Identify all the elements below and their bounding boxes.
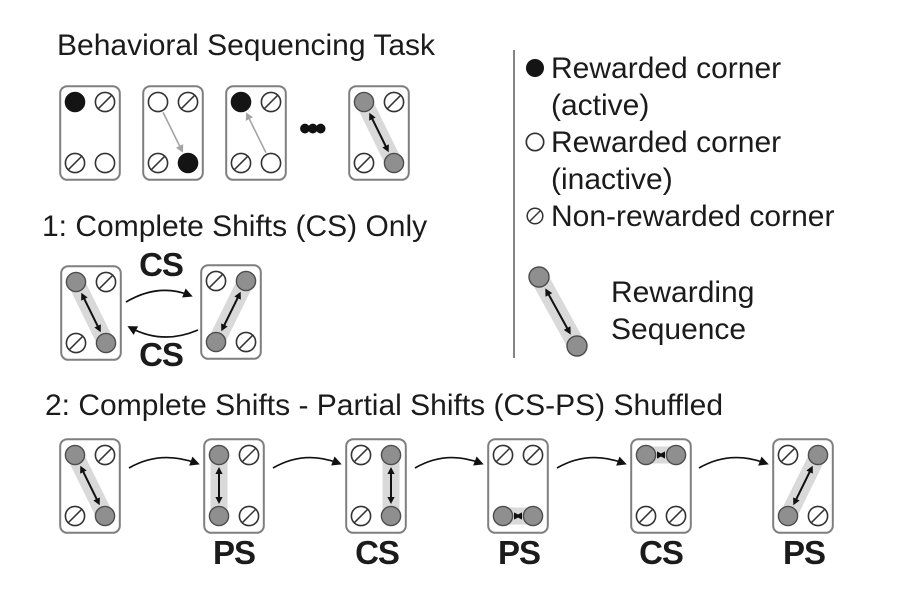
flow-arrow	[556, 456, 627, 469]
task-box-2	[142, 85, 204, 181]
task-box-1	[59, 85, 121, 181]
step-box-3	[345, 438, 407, 534]
step-box-1	[59, 438, 121, 534]
legend-divider	[513, 50, 515, 358]
rewarding-sequence-icon	[520, 258, 600, 368]
step-label-2: PS	[212, 534, 256, 571]
legend-line: Rewarded corner	[551, 126, 782, 159]
task-box-4	[348, 85, 410, 181]
flow-arrow	[125, 288, 193, 303]
cs-box-right	[200, 264, 262, 360]
cs-bottom-label: CS	[139, 336, 184, 373]
sequence-label-line: Sequence	[611, 313, 747, 346]
step-label-5: CS	[639, 534, 684, 571]
cs-box-left	[60, 265, 122, 361]
flow-arrow	[272, 456, 342, 469]
task-box-3	[225, 85, 287, 181]
step-label-4: PS	[497, 534, 541, 571]
step-box-6	[772, 438, 834, 534]
rewarding-sequence-label: Rewarding Sequence	[611, 274, 754, 348]
rewarded-active-icon	[524, 57, 546, 79]
step-box-5	[630, 438, 692, 534]
legend-line: (active)	[551, 89, 650, 122]
flow-arrow	[698, 456, 769, 469]
flow-arrow	[128, 456, 200, 469]
step-label-3: CS	[355, 534, 400, 571]
flow-arrow	[127, 326, 199, 338]
legend-line: Non-rewarded corner	[551, 200, 835, 233]
legend-line: Rewarded corner	[551, 52, 782, 85]
non-rewarded-icon	[524, 205, 546, 227]
figure-title: Behavioral Sequencing Task	[57, 29, 436, 62]
flow-arrow	[414, 456, 484, 469]
sequence-label-line: Rewarding	[611, 276, 755, 309]
step-label-6: PS	[782, 534, 826, 571]
step-box-2	[203, 438, 265, 534]
section1-title: 1: Complete Shifts (CS) Only	[42, 210, 428, 243]
legend-text: Rewarded corner (active) Rewarded corner…	[551, 50, 834, 235]
step-box-4	[487, 438, 549, 534]
section2-title: 2: Complete Shifts - Partial Shifts (CS-…	[45, 389, 724, 422]
ellipsis: •••	[299, 110, 327, 148]
legend-line: (inactive)	[551, 163, 673, 196]
rewarded-inactive-icon	[524, 131, 546, 153]
cs-top-label: CS	[139, 246, 184, 283]
